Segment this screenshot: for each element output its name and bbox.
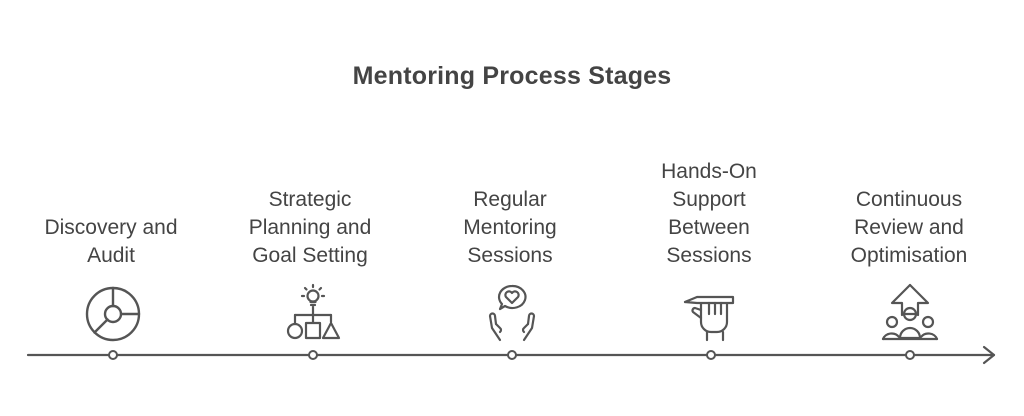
stage-label-strategic-planning: Strategic Planning and Goal Setting: [248, 188, 372, 267]
timeline-marker-5: [905, 350, 915, 360]
timeline-marker-1: [108, 350, 118, 360]
timeline-arrowhead: [982, 345, 996, 365]
timeline-marker-2: [308, 350, 318, 360]
diagram-title: Mentoring Process Stages: [352, 62, 672, 90]
caring-hands-heart-icon: [480, 282, 544, 346]
stage-label-hands-on-support: Hands-On Support Between Sessions: [661, 160, 757, 267]
stage-label-discovery: Discovery and Audit: [44, 216, 178, 267]
pie-chart-icon: [81, 282, 145, 346]
stage-label-regular-sessions: Regular Mentoring Sessions: [463, 188, 557, 267]
strategy-flowchart-icon: [281, 282, 345, 346]
hand-holding-pen-icon: [679, 282, 743, 346]
timeline-marker-3: [507, 350, 517, 360]
timeline-marker-4: [706, 350, 716, 360]
team-growth-arrow-icon: [878, 282, 942, 346]
stage-label-continuous-review: Continuous Review and Optimisation: [850, 188, 968, 267]
